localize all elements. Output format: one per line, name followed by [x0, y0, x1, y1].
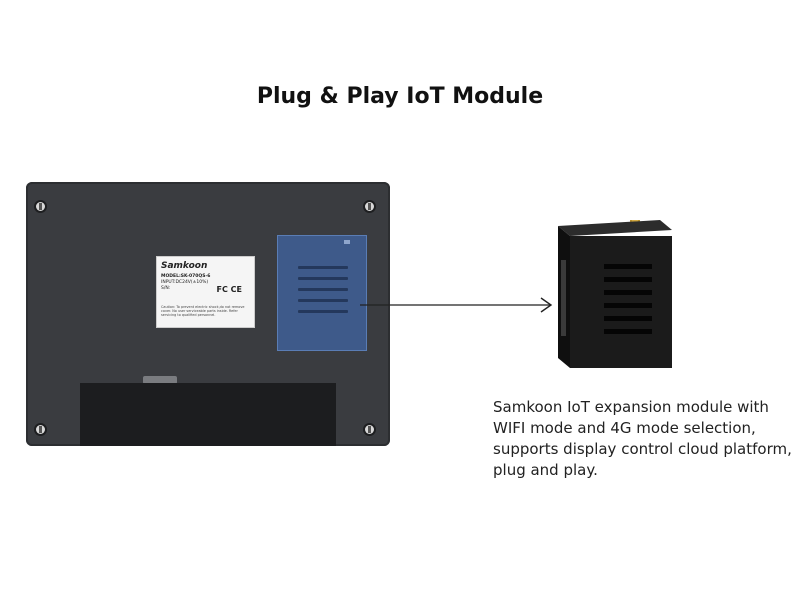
serial-text: S/N: — [161, 286, 171, 291]
iot-module-image — [558, 220, 672, 368]
vent-slot — [298, 277, 348, 280]
product-label: Samkoon MODEL:SK-070QS-6 INPUT:DC24V(±10… — [156, 256, 255, 328]
model-text: MODEL:SK-070QS-6 — [161, 274, 211, 279]
vent-slot — [298, 288, 348, 291]
screw-icon — [365, 425, 374, 434]
vent-slot — [298, 310, 348, 313]
screw-icon — [365, 202, 374, 211]
vent-slot — [298, 266, 348, 269]
brand-logo: Samkoon — [161, 261, 208, 271]
screw-icon — [36, 425, 45, 434]
input-text: INPUT:DC24V(±10%) — [161, 280, 209, 285]
page-title: Plug & Play IoT Module — [256, 84, 544, 109]
iot-module-highlight — [277, 235, 367, 351]
vent-slot — [298, 299, 348, 302]
serial-port-connector — [143, 376, 177, 384]
certification-marks: FC CE — [216, 285, 242, 294]
caution-text: Caution: To prevent electric shock,do no… — [161, 305, 245, 318]
rear-slot — [80, 383, 336, 446]
screw-icon — [36, 202, 45, 211]
module-description: Samkoon IoT expansion module with WIFI m… — [493, 398, 792, 479]
module-led — [344, 240, 350, 244]
